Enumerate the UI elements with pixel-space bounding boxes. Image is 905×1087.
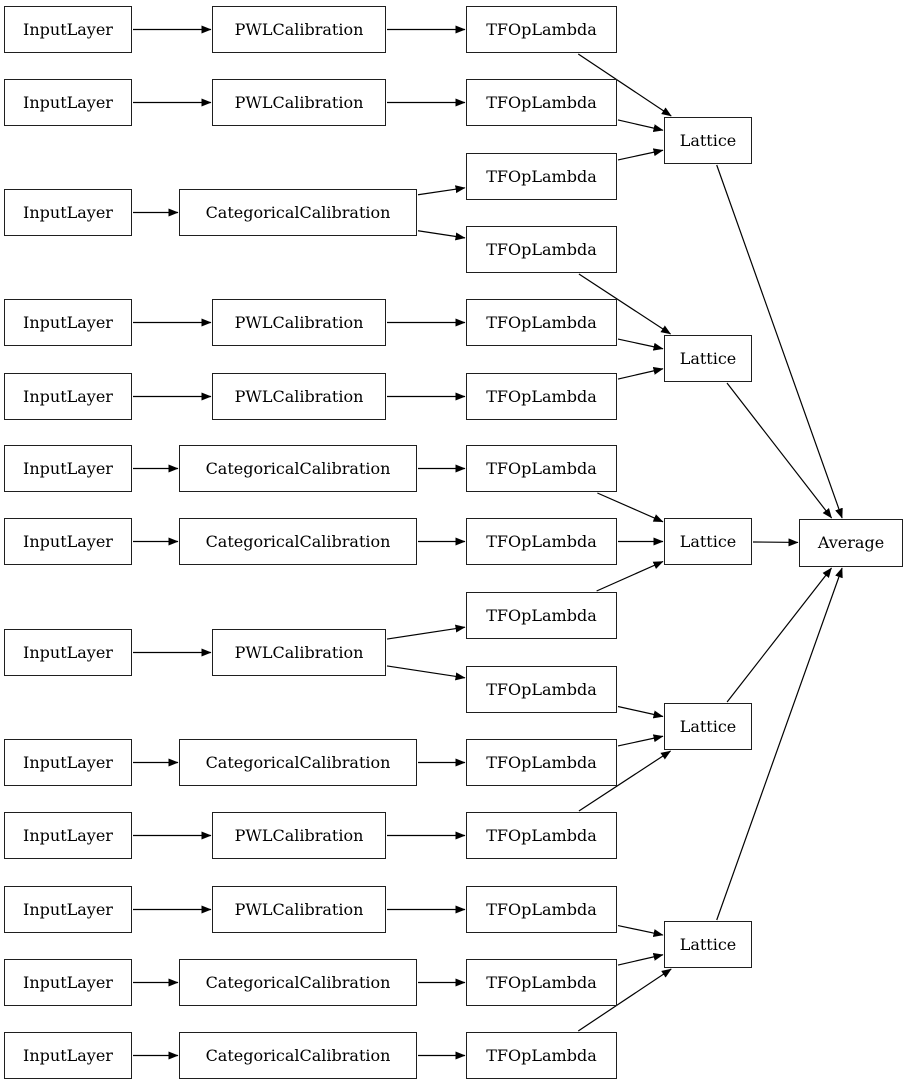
graph-node-categorical-calibration-cal13: CategoricalCalibration (179, 1032, 417, 1079)
graph-node-input-layer-in12: InputLayer (4, 959, 132, 1006)
edge-tf10-lat4 (617, 705, 664, 719)
graph-node-pwl-calibration-cal1: PWLCalibration (212, 6, 386, 53)
graph-node-categorical-calibration-cal6: CategoricalCalibration (179, 445, 417, 492)
graph-node-tf-op-lambda-tf6: TFOpLambda (466, 373, 617, 420)
edge-cal3-tf4 (417, 230, 466, 241)
graph-node-tf-op-lambda-tf3: TFOpLambda (466, 153, 617, 200)
edge-tf5-lat2 (617, 338, 664, 351)
graph-node-pwl-calibration-cal4: PWLCalibration (212, 299, 386, 346)
graph-node-categorical-calibration-cal7: CategoricalCalibration (179, 518, 417, 565)
graph-node-pwl-calibration-cal11: PWLCalibration (212, 886, 386, 933)
graph-node-lattice-lat5: Lattice (664, 921, 752, 968)
graph-node-tf-op-lambda-tf14: TFOpLambda (466, 959, 617, 1006)
graph-node-pwl-calibration-cal10: PWLCalibration (212, 812, 386, 859)
edge-tf11-lat4 (617, 734, 664, 747)
graph-node-input-layer-in13: InputLayer (4, 1032, 132, 1079)
graph-node-tf-op-lambda-tf12: TFOpLambda (466, 812, 617, 859)
graph-node-average-avg: Average (799, 519, 903, 567)
graph-node-input-layer-in6: InputLayer (4, 445, 132, 492)
graph-node-input-layer-in5: InputLayer (4, 373, 132, 420)
graph-node-input-layer-in3: InputLayer (4, 189, 132, 236)
graph-node-tf-op-lambda-tf5: TFOpLambda (466, 299, 617, 346)
edge-tf2-lat1 (617, 119, 664, 133)
graph-node-tf-op-lambda-tf2: TFOpLambda (466, 79, 617, 126)
edge-lat2-avg (726, 382, 833, 519)
edge-tf3-lat1 (617, 148, 664, 161)
graph-node-input-layer-in8: InputLayer (4, 629, 132, 676)
graph-node-lattice-lat4: Lattice (664, 703, 752, 750)
graph-node-tf-op-lambda-tf4: TFOpLambda (466, 226, 617, 273)
graph-node-lattice-lat3: Lattice (664, 518, 752, 565)
graph-node-tf-op-lambda-tf1: TFOpLambda (466, 6, 617, 53)
graph-node-lattice-lat2: Lattice (664, 335, 752, 382)
graph-node-tf-op-lambda-tf9: TFOpLambda (466, 592, 617, 639)
graph-node-tf-op-lambda-tf8: TFOpLambda (466, 518, 617, 565)
graph-node-input-layer-in1: InputLayer (4, 6, 132, 53)
graph-node-pwl-calibration-cal8: PWLCalibration (212, 629, 386, 676)
graph-node-tf-op-lambda-tf10: TFOpLambda (466, 666, 617, 713)
graph-node-categorical-calibration-cal12: CategoricalCalibration (179, 959, 417, 1006)
edge-cal3-tf3 (417, 185, 466, 196)
graph-node-input-layer-in9: InputLayer (4, 739, 132, 786)
graph-node-input-layer-in2: InputLayer (4, 79, 132, 126)
graph-node-tf-op-lambda-tf11: TFOpLambda (466, 739, 617, 786)
edge-cal8-tf9 (386, 624, 466, 640)
graph-node-input-layer-in7: InputLayer (4, 518, 132, 565)
graph-node-tf-op-lambda-tf7: TFOpLambda (466, 445, 617, 492)
edge-tf13-lat5 (617, 924, 664, 938)
edge-tf14-lat5 (617, 952, 664, 966)
edge-cal8-tf10 (386, 665, 466, 681)
edge-tf9-lat3 (596, 560, 664, 592)
graph-node-pwl-calibration-cal2: PWLCalibration (212, 79, 386, 126)
graph-node-categorical-calibration-cal3: CategoricalCalibration (179, 189, 417, 236)
graph-node-input-layer-in10: InputLayer (4, 812, 132, 859)
graph-node-tf-op-lambda-tf15: TFOpLambda (466, 1032, 617, 1079)
graph-node-lattice-lat1: Lattice (664, 117, 752, 164)
graph-node-pwl-calibration-cal5: PWLCalibration (212, 373, 386, 420)
edge-tf6-lat2 (617, 366, 664, 380)
edge-lat4-avg (726, 567, 832, 703)
graph-node-input-layer-in11: InputLayer (4, 886, 132, 933)
graph-node-tf-op-lambda-tf13: TFOpLambda (466, 886, 617, 933)
graph-node-categorical-calibration-cal9: CategoricalCalibration (179, 739, 417, 786)
graph-node-input-layer-in4: InputLayer (4, 299, 132, 346)
